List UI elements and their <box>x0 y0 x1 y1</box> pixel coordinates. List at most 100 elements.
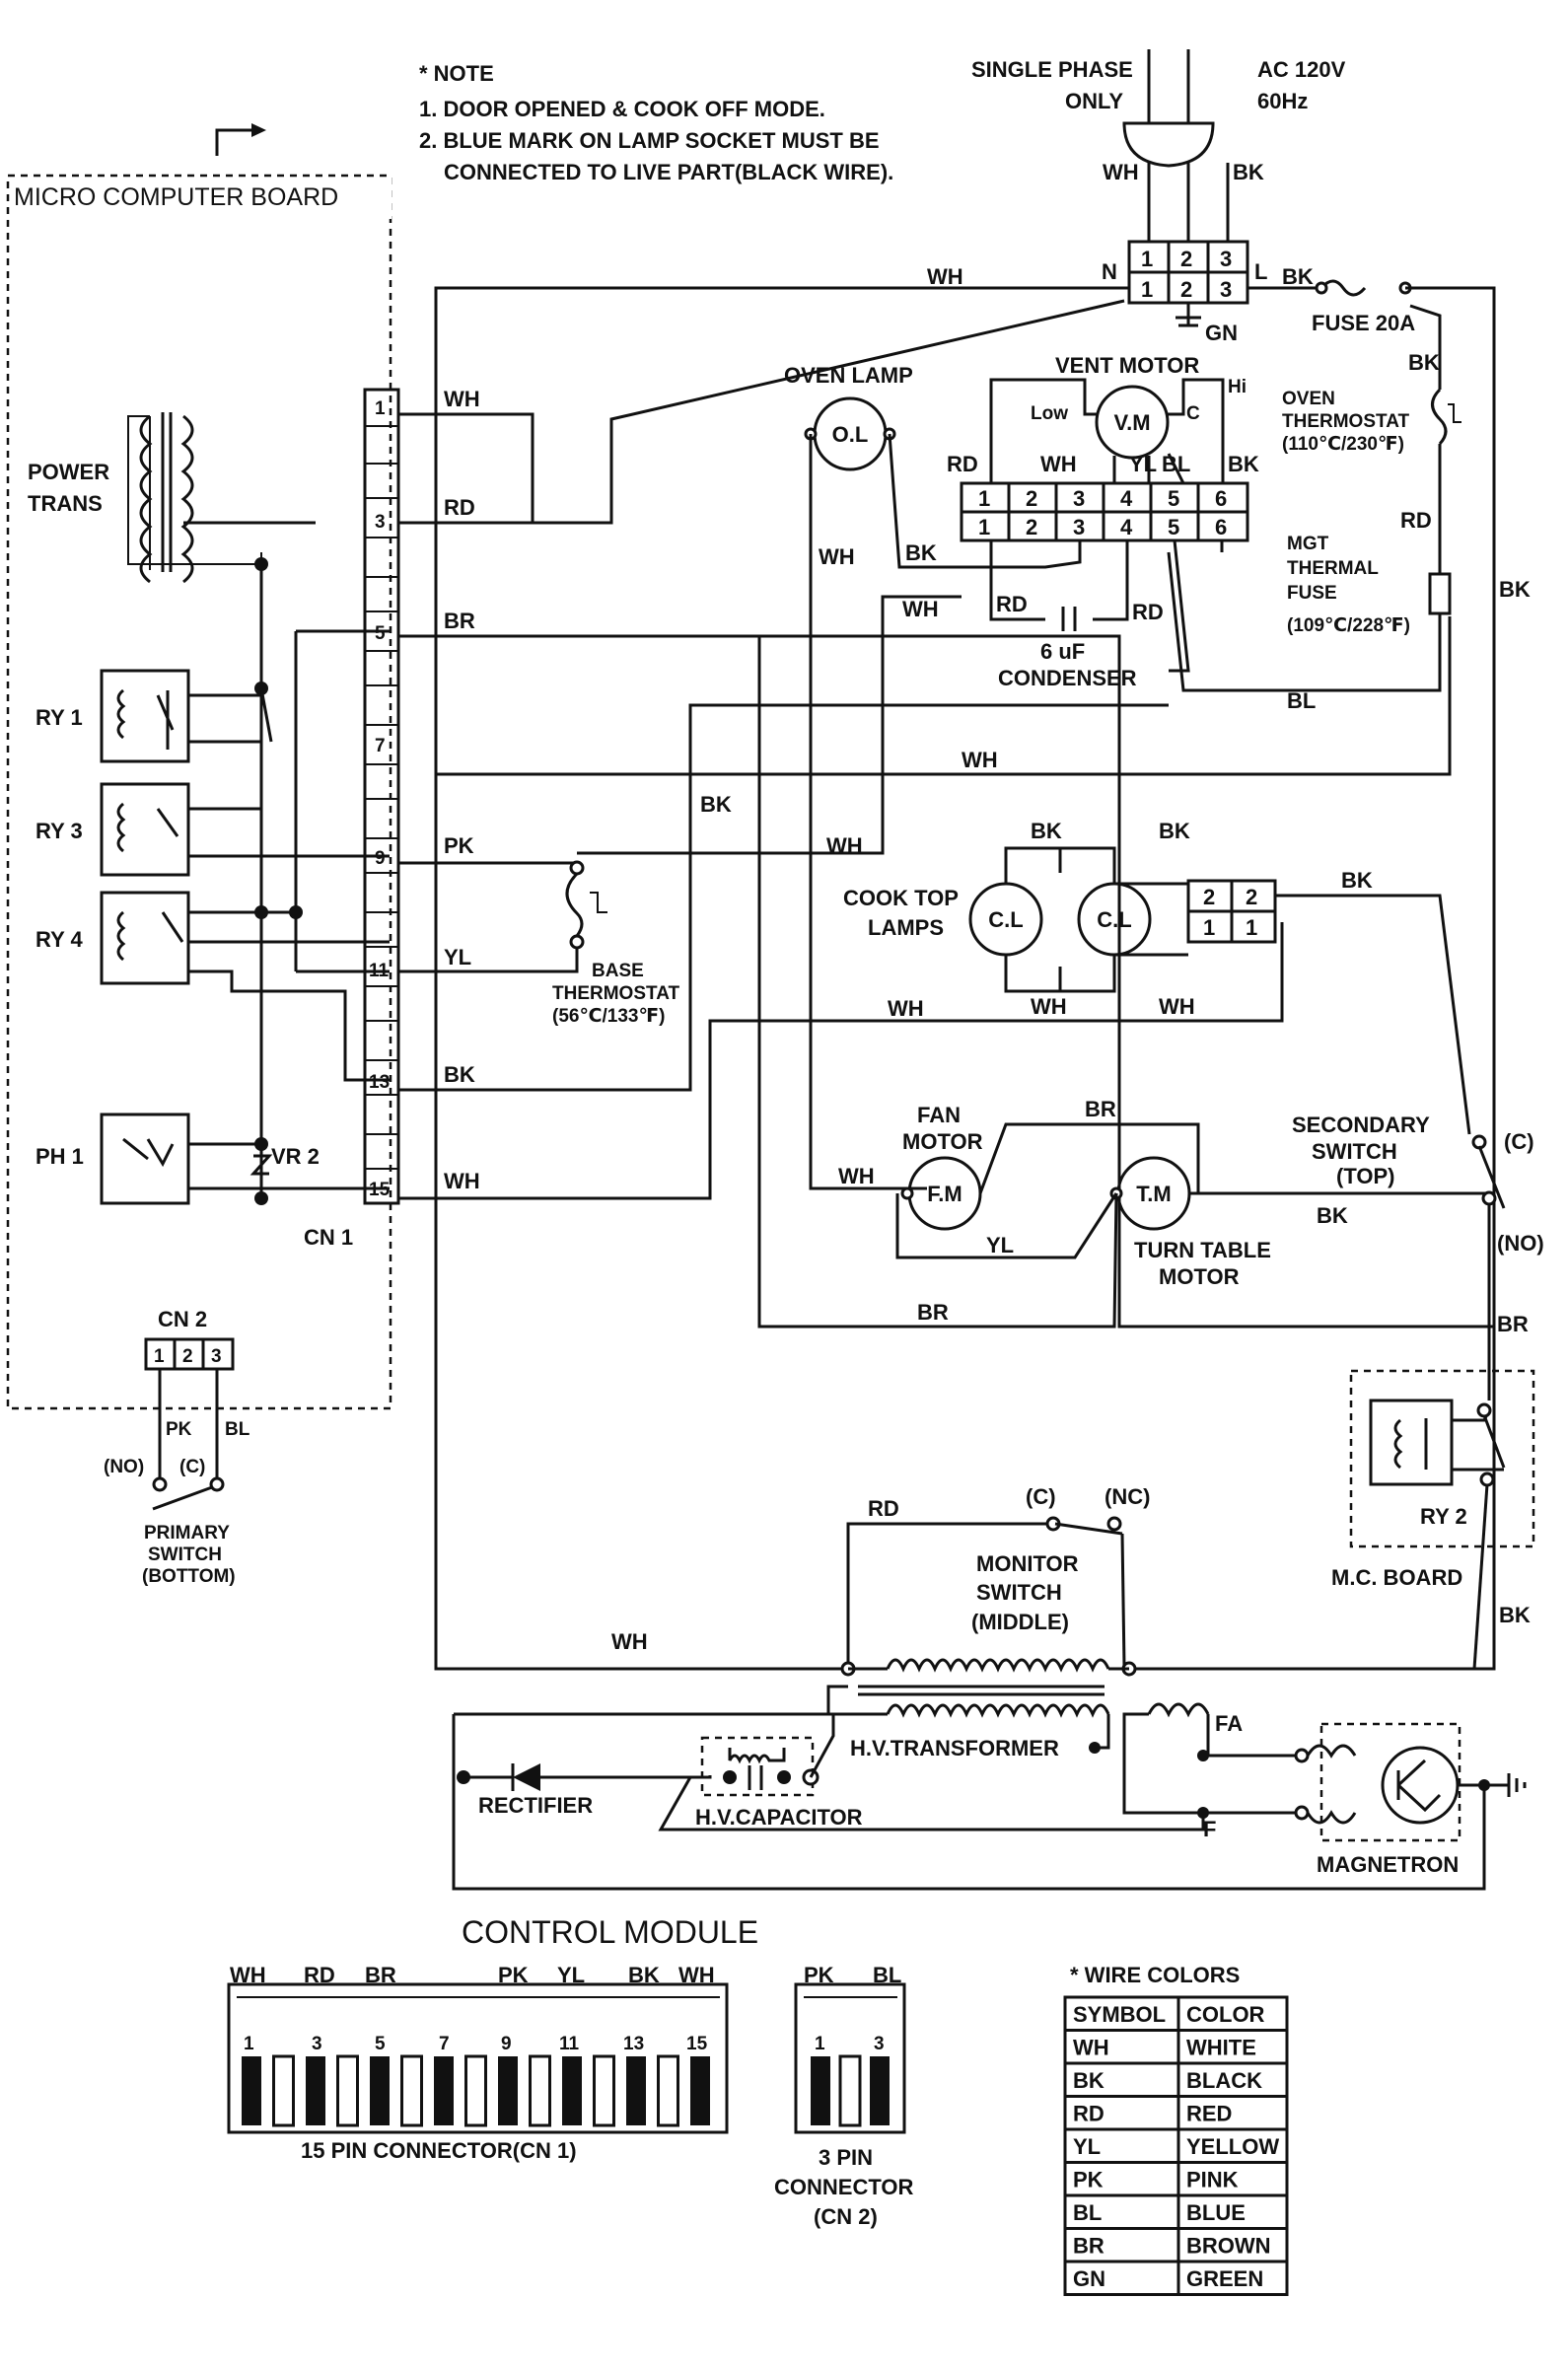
wc-symbol: WH <box>1073 2036 1109 2060</box>
tb-bot-1: 1 <box>1141 277 1153 302</box>
hv-transformer: H.V.TRANSFORMER FA F <box>826 1658 1302 1841</box>
wc-symbol: BL <box>1073 2200 1102 2225</box>
cm-pin-5: 5 <box>375 2034 386 2054</box>
secondary-1: SECONDARY <box>1292 1113 1430 1137</box>
vr2-label: VR 2 <box>271 1144 320 1169</box>
b6-top-4: 4 <box>1120 486 1133 511</box>
l-label: L <box>1254 259 1267 284</box>
cn1-slot <box>464 2054 487 2127</box>
mgt-1: MGT <box>1287 534 1329 554</box>
cm-pin-7: 7 <box>439 2034 450 2054</box>
fan-2: MOTOR <box>902 1129 983 1154</box>
chassis-ground-icon <box>1507 1773 1527 1797</box>
ry4-coil-icon <box>116 910 126 962</box>
wire-br-sec: BR <box>1497 1312 1529 1336</box>
wire-wh-top: WH <box>927 264 963 289</box>
fa-label: FA <box>1215 1711 1243 1736</box>
wc-color: PINK <box>1186 2168 1239 2192</box>
wire-wh-lamp2: WH <box>902 597 939 621</box>
wire-rd-cap: RD <box>996 592 1028 616</box>
ph1-label: PH 1 <box>36 1144 84 1169</box>
varistor-icon <box>249 1154 273 1176</box>
oven-thermo-2: THERMOSTAT <box>1282 411 1410 432</box>
wire-bk-sec: BK <box>1341 868 1373 893</box>
b6-top-3: 3 <box>1073 486 1085 511</box>
vm-low: Low <box>1031 403 1068 424</box>
cm-pin-15: 15 <box>686 2034 708 2054</box>
wire-bk-ry2: BK <box>1499 1603 1531 1627</box>
wire-yl-pin11: YL <box>444 945 471 970</box>
cn2-bl-label: BL <box>225 1419 250 1440</box>
ry3-coil-icon <box>116 802 126 853</box>
secondary-switch: SECONDARY SWITCH (TOP) (C) (NO) BR <box>1292 1113 1544 1400</box>
b6-bot-4: 4 <box>1120 515 1133 539</box>
cn1-connector: 1 3 5 7 9 11 13 15 <box>363 388 400 1205</box>
wire-wh-pin1: WH <box>444 387 480 411</box>
magnetron: MAGNETRON <box>1294 1722 1527 1877</box>
wc-symbol: BR <box>1073 2234 1105 2259</box>
cn1-slot <box>272 2054 295 2127</box>
ry2-switch-icon <box>1482 1414 1506 1469</box>
mc-board-outline <box>1349 1369 1535 1548</box>
turntable-1: TURN TABLE <box>1134 1238 1271 1262</box>
cm-pin-9: 9 <box>501 2034 512 2054</box>
b2-top-r: 2 <box>1246 885 1257 909</box>
vent-motor-label: VENT MOTOR <box>1055 353 1199 378</box>
rectifier-icon <box>513 1763 540 1791</box>
only-label: ONLY <box>1065 89 1123 113</box>
arrow-icon <box>215 128 258 156</box>
fan-turntable: FAN MOTOR F.M WH BR T.M YL BR BK TURN TA… <box>757 636 1489 1329</box>
primary-label-3: (BOTTOM) <box>142 1566 236 1587</box>
photocoupler-icon <box>122 1137 175 1168</box>
mgt-fuse-icon <box>1428 572 1452 615</box>
cn1-slot <box>370 2056 390 2125</box>
wire-bk-vm: BK <box>1228 452 1259 476</box>
cn1-slot <box>242 2056 261 2125</box>
hv-primary-coil-icon <box>886 1658 1110 1673</box>
rectifier-hv-cap: RECTIFIER H.V.CAPACITOR <box>457 1714 1205 1831</box>
cn2-label: CN 2 <box>158 1307 207 1331</box>
ry2-coil-icon <box>1393 1418 1403 1470</box>
wire-wh-lamp: WH <box>819 544 855 569</box>
cn1-slot <box>336 2054 359 2127</box>
sec-c-label: (C) <box>1504 1129 1534 1154</box>
mgt-3: FUSE <box>1287 583 1337 604</box>
oven-lamp-label: OVEN LAMP <box>784 363 913 388</box>
wire-wh-bottom: WH <box>611 1629 648 1654</box>
mgt-2: THERMAL <box>1287 558 1379 579</box>
secondary-switch-icon <box>1477 1145 1506 1209</box>
wire-rd-vm: RD <box>947 452 978 476</box>
wire-wh-vm: WH <box>1040 452 1077 476</box>
cm-pin-1: 1 <box>244 2034 254 2054</box>
monitor-nc-label: (NC) <box>1105 1484 1150 1509</box>
wire-bl-mgt: BL <box>1287 688 1316 713</box>
oven-thermo-1: OVEN <box>1282 389 1335 409</box>
cn2-pin-2: 2 <box>182 1346 193 1367</box>
wire-bk-fuse: BK <box>1408 350 1440 375</box>
plug-icon <box>1122 121 1215 168</box>
wc-symbol: GN <box>1073 2266 1105 2291</box>
base-thermo-3: (56℃/133℉) <box>552 1006 665 1027</box>
cm2-pin-3: 3 <box>874 2034 885 2054</box>
power-trans-label-2: TRANS <box>28 491 103 516</box>
tb-bot-3: 3 <box>1220 277 1232 302</box>
monitor-switch: RD (C) (NC) MONITOR SWITCH (MIDDLE) <box>846 1484 1150 1668</box>
wire-wh-cooktop: WH <box>888 996 924 1021</box>
ry1-relay <box>100 669 190 763</box>
cn1-slot <box>690 2056 710 2125</box>
b6-bot-5: 5 <box>1168 515 1179 539</box>
cn1-pin-9: 9 <box>375 848 386 869</box>
base-thermostat-icon <box>565 872 584 937</box>
cn1-slot <box>434 2056 454 2125</box>
magnetron-outline <box>1319 1722 1461 1842</box>
ol-label: O.L <box>832 422 869 447</box>
hv-secondary-coil-icon <box>886 1703 1110 1718</box>
base-thermo-1: BASE <box>592 961 644 981</box>
ry3-label: RY 3 <box>36 819 83 843</box>
magnetron-tube-icon <box>1381 1746 1460 1825</box>
cl-label-1: C.L <box>988 907 1023 932</box>
condenser-2: CONDENSER <box>998 666 1137 690</box>
cn1-slot <box>306 2056 325 2125</box>
wire-pk-pin9: PK <box>444 833 474 858</box>
wire-rd-mgt: RD <box>1400 508 1432 533</box>
